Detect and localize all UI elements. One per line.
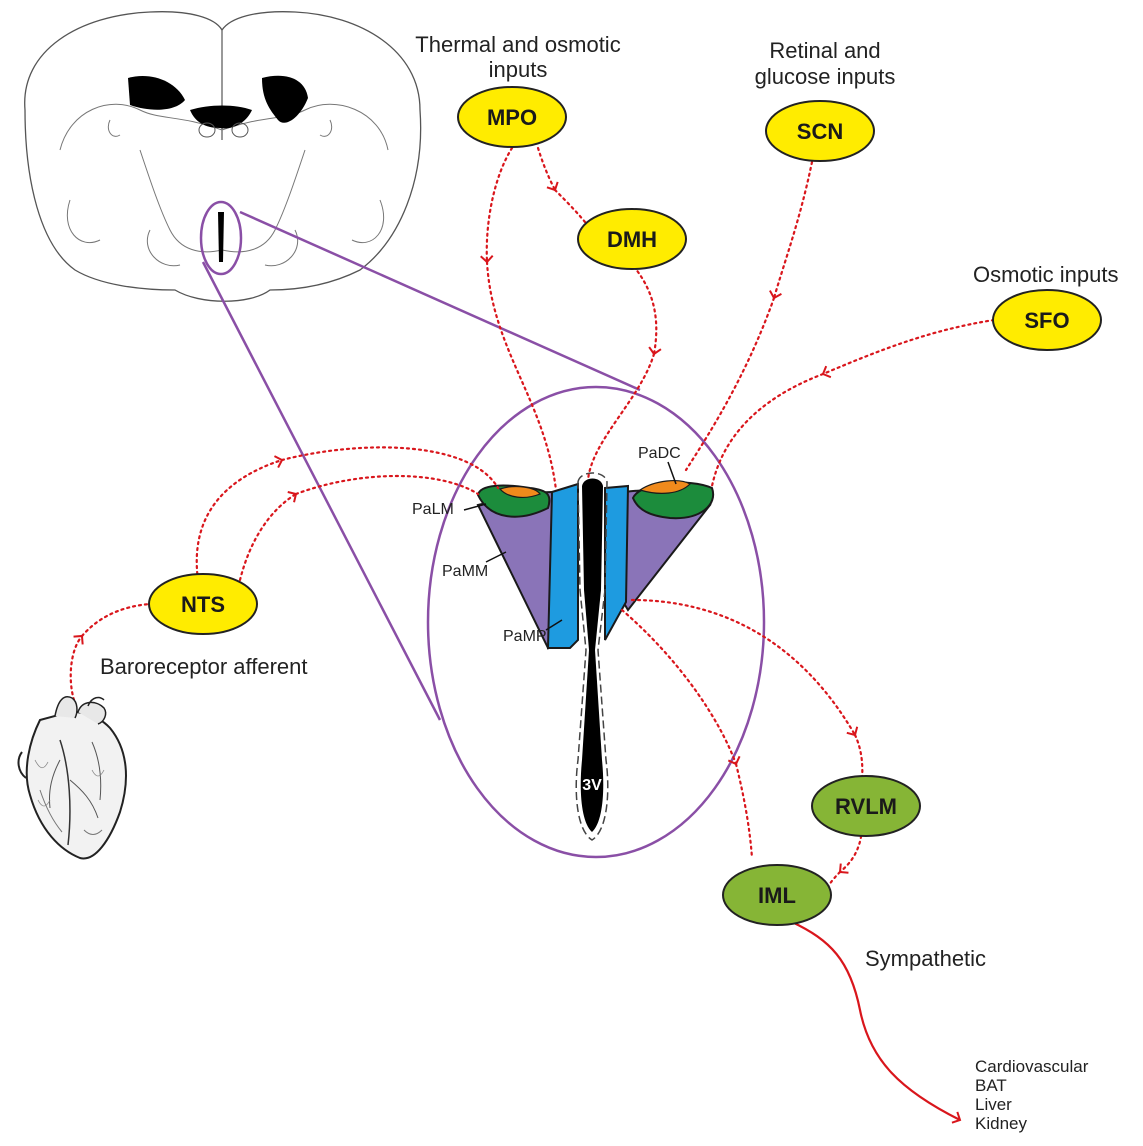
- caption-thermal-line2: inputs: [489, 57, 548, 82]
- caption-retinal-line2: glucose inputs: [755, 64, 896, 89]
- label-pamm: PaMM: [442, 563, 488, 580]
- label-palm: PaLM: [412, 501, 454, 518]
- svg-text:NTS: NTS: [181, 592, 225, 617]
- node-nts: NTS: [149, 574, 257, 634]
- node-dmh: DMH: [578, 209, 686, 269]
- svg-text:IML: IML: [758, 883, 796, 908]
- node-mpo: MPO: [458, 87, 566, 147]
- node-sfo: SFO: [993, 290, 1101, 350]
- caption-sympathetic: Sympathetic: [865, 946, 986, 971]
- label-3v: 3V: [582, 777, 602, 794]
- caption-osmotic: Osmotic inputs: [973, 262, 1119, 287]
- target-item: Kidney: [975, 1114, 1027, 1133]
- arrow-mpo-dmh: [538, 148, 555, 190]
- caption-baroreceptor: Baroreceptor afferent: [100, 654, 308, 679]
- target-item: Liver: [975, 1095, 1012, 1114]
- pamp-right: [605, 486, 628, 640]
- arrow-heart-nts: [71, 636, 82, 700]
- label-padc: PaDC: [638, 445, 681, 462]
- svg-text:SCN: SCN: [797, 119, 843, 144]
- heart-illustration: [19, 697, 126, 859]
- caption-thermal-line1: Thermal and osmotic: [415, 32, 620, 57]
- target-item: Cardiovascular: [975, 1057, 1089, 1076]
- svg-text:DMH: DMH: [607, 227, 657, 252]
- arrow-nts-pvn-lower: [240, 494, 296, 580]
- svg-text:RVLM: RVLM: [835, 794, 897, 819]
- svg-text:SFO: SFO: [1024, 308, 1069, 333]
- target-item: BAT: [975, 1076, 1007, 1095]
- node-rvlm: RVLM: [812, 776, 920, 836]
- svg-text:MPO: MPO: [487, 105, 537, 130]
- brain-section: [25, 12, 421, 302]
- arrow-nts-pvn-upper: [197, 460, 282, 580]
- arrow-scn-pvn: [774, 162, 812, 298]
- arrow-pvn-rvlm: [632, 600, 855, 735]
- arrow-mpo-pvn: [487, 148, 512, 262]
- arrow-pvn-iml: [622, 610, 736, 764]
- arrow-sfo-pvn: [823, 320, 994, 374]
- arrow-dmh-pvn: [630, 262, 656, 354]
- caption-retinal-line1: Retinal and: [769, 38, 880, 63]
- node-scn: SCN: [766, 101, 874, 161]
- target-list: Cardiovascular BAT Liver Kidney: [975, 1057, 1089, 1133]
- pamp-left: [548, 484, 578, 648]
- node-iml: IML: [723, 865, 831, 925]
- label-pamp: PaMP: [503, 628, 547, 645]
